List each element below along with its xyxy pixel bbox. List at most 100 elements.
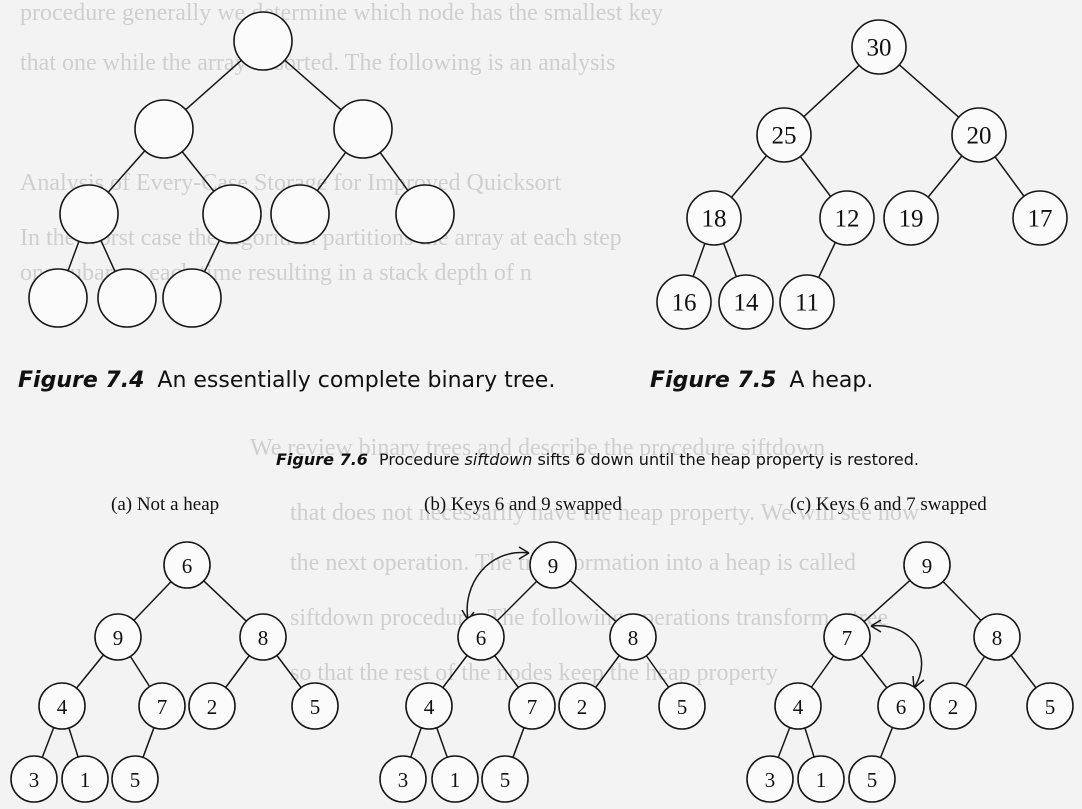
fig76a-node: 2: [188, 682, 236, 730]
fig74-edge: [316, 151, 347, 192]
fig74-node: [333, 99, 393, 159]
fig75-edge: [799, 156, 832, 197]
fig76b-edge: [645, 655, 670, 688]
fig76c-node-key: 5: [867, 768, 878, 792]
fig76a-node: 4: [38, 682, 86, 730]
fig76b-node: 2: [558, 682, 606, 730]
fig76c-node: 5: [848, 755, 896, 803]
fig74-node: [270, 184, 330, 244]
fig76b-node: 7: [508, 682, 556, 730]
fig76c-node: 9: [903, 541, 951, 589]
swap-arrows: [461, 546, 925, 689]
fig76b-edge: [595, 655, 620, 688]
fig74-node: [28, 268, 88, 328]
fig76b-edge: [436, 727, 448, 758]
fig76c-node: 1: [797, 755, 845, 803]
fig76b-node: 9: [529, 541, 577, 589]
fig76c-node-key: 4: [793, 695, 804, 719]
fig76c-swap-arrow-head: [870, 619, 882, 633]
fig76a-edge: [203, 580, 247, 622]
fig75-node-key: 20: [967, 123, 992, 150]
fig76b-node: 4: [405, 682, 453, 730]
fig74-node: [395, 184, 455, 244]
fig76c-node-key: 5: [1045, 695, 1056, 719]
fig76b-node-key: 2: [577, 695, 588, 719]
fig75-edge: [803, 64, 860, 118]
fig76c-swap-arrow: [870, 625, 923, 689]
fig74-node: [97, 268, 157, 328]
fig75-node: 11: [779, 274, 835, 330]
figure-7-4-label: Figure 7.4: [18, 368, 145, 393]
figure-7-4-caption-text: An essentially complete binary tree.: [157, 368, 556, 393]
fig75-node: 19: [883, 190, 939, 246]
fig75-node: 16: [656, 274, 712, 330]
fig75-node: 17: [1012, 190, 1068, 246]
fig76b-node-key: 8: [628, 626, 639, 650]
fig76c-node-key: 6: [896, 695, 907, 719]
fig75-node-key: 12: [835, 206, 860, 233]
fig76a-node-key: 7: [157, 695, 168, 719]
fig76a-edge: [142, 727, 155, 758]
fig76c-edge: [777, 727, 791, 758]
fig76c-node-key: 8: [992, 626, 1003, 650]
fig76a-node: 5: [111, 755, 159, 803]
fig75-edge: [722, 242, 738, 278]
fig76a-node-key: 4: [57, 695, 68, 719]
fig74-edge: [185, 59, 242, 111]
fig76b-node: 3: [379, 755, 427, 803]
fig74-node: [162, 268, 222, 328]
fig74-edge: [100, 240, 116, 272]
fig76c-node-key: 3: [765, 768, 776, 792]
fig76b-node-key: 3: [398, 768, 409, 792]
fig75-edge: [730, 155, 768, 198]
fig75-node: 14: [718, 274, 774, 330]
svg-text:procedure generally we determi: procedure generally we determine which n…: [20, 0, 663, 26]
fig76b-node: 1: [431, 755, 479, 803]
fig75-edge: [927, 155, 963, 198]
fig76b-node-key: 1: [450, 768, 461, 792]
fig75-node-key: 16: [672, 290, 697, 317]
fig76a-node-key: 5: [130, 768, 141, 792]
fig76c-node: 5: [1026, 682, 1074, 730]
fig75-node: 12: [819, 190, 875, 246]
figure-7-5-caption-text: A heap.: [789, 368, 874, 393]
fig74-node: [233, 11, 293, 71]
fig76a-node-key: 1: [80, 768, 91, 792]
fig74-edge: [284, 59, 342, 111]
fig75-node: 20: [951, 107, 1007, 163]
fig76a-node: 6: [163, 541, 211, 589]
fig74-node: [134, 99, 194, 159]
svg-text:We review binary trees and des: We review binary trees and describe the …: [250, 435, 825, 461]
fig76c-node: 4: [774, 682, 822, 730]
fig76a-edge: [41, 727, 55, 758]
fig76b-node: 5: [481, 755, 529, 803]
svg-text:that one while the array is so: that one while the array is sorted. The …: [20, 50, 615, 76]
fig76a-node: 9: [94, 613, 142, 661]
fig76a-node: 1: [61, 755, 109, 803]
fig76a-node: 8: [239, 613, 287, 661]
fig76c-edge: [1010, 654, 1037, 689]
figure-7-4-caption: Figure 7.4 An essentially complete binar…: [18, 368, 555, 393]
figure-7-5-label: Figure 7.5: [650, 368, 777, 393]
fig76c-node: 6: [877, 682, 925, 730]
fig74-edge: [67, 240, 80, 272]
fig76b-node-key: 9: [548, 554, 559, 578]
fig74-edge: [181, 151, 215, 192]
fig75-node-key: 17: [1028, 206, 1053, 233]
fig75-node-key: 14: [734, 290, 760, 317]
fig75-node: 30: [851, 19, 907, 75]
fig76b-edge: [569, 579, 617, 623]
fig76c-edge: [879, 727, 894, 758]
fig76a-node-key: 9: [113, 626, 124, 650]
fig76c-edge: [964, 655, 986, 688]
fig76b-node-key: 5: [500, 768, 511, 792]
fig76a-node: 5: [291, 682, 339, 730]
fig74-edge: [203, 239, 221, 273]
fig74-edge: [379, 151, 409, 192]
fig76c-edge: [942, 580, 982, 622]
fig76b-node-key: 5: [677, 695, 688, 719]
fig76b-node: 5: [658, 682, 706, 730]
fig75-node-key: 18: [702, 206, 727, 233]
fig76b-node-key: 4: [424, 695, 435, 719]
